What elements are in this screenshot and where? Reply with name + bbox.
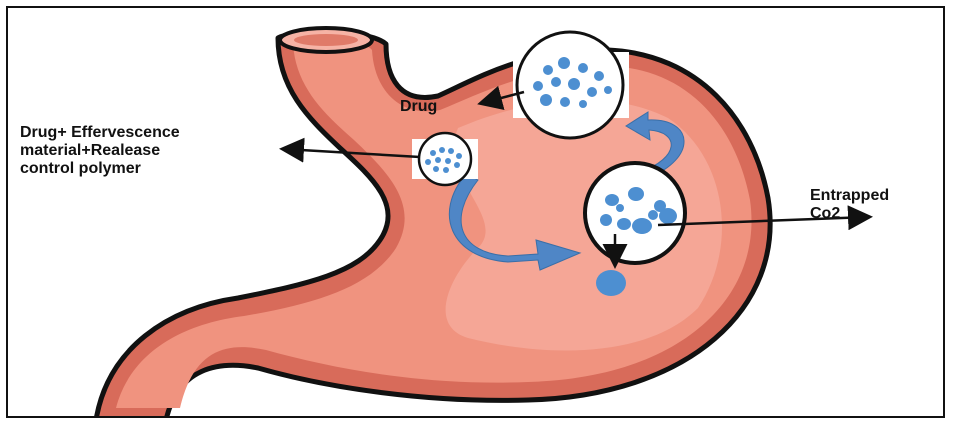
diagram-frame: Drug Drug+ Effervescence material+Realea… (6, 6, 945, 418)
entrapped-co2-label: Entrapped Co2 (810, 187, 889, 223)
effervescent-tablet-circle (412, 133, 478, 185)
floating-tablet-circle (585, 163, 685, 263)
drug-label: Drug (400, 98, 437, 116)
effervescence-label: Drug+ Effervescence material+Realease co… (20, 124, 180, 178)
stomach-diagram (8, 8, 945, 418)
released-drug-particle (596, 270, 626, 296)
